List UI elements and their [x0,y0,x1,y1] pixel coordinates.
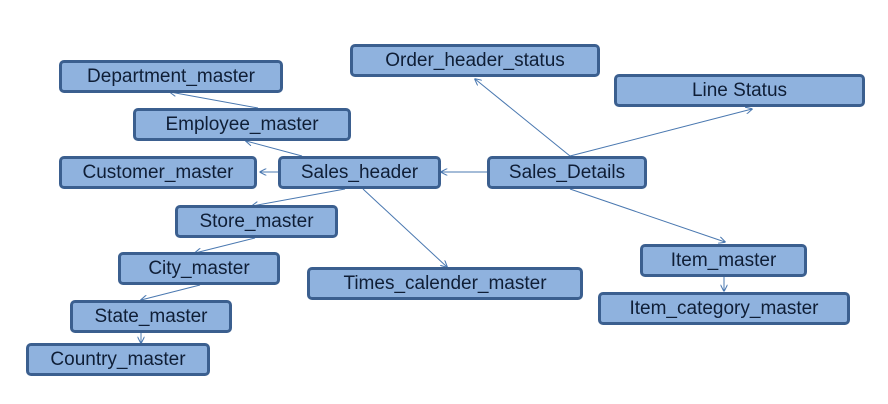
sales-details-node[interactable]: Sales_Details [487,156,647,189]
department-master-node[interactable]: Department_master [59,60,283,93]
edge-employee-master-to-department-master [170,92,259,109]
edge-sales-details-to-line-status [569,109,752,157]
edge-store-master-to-city-master [195,237,256,253]
city-master-node[interactable]: City_master [118,252,280,285]
employee-master-node[interactable]: Employee_master [133,108,351,141]
country-master-node[interactable]: Country_master [26,343,210,376]
edge-sales-header-to-store-master [252,188,346,206]
order-header-status-node[interactable]: Order_header_status [350,44,600,77]
times-calender-master-node[interactable]: Times_calender_master [307,267,583,300]
edge-sales-header-to-times-calender-master [362,188,447,267]
item-category-master-node[interactable]: Item_category_master [598,292,850,325]
edge-sales-header-to-employee-master [246,141,303,157]
edge-sales-details-to-item-master [569,188,725,242]
customer-master-node[interactable]: Customer_master [59,156,257,189]
edge-city-master-to-state-master [141,284,201,300]
state-master-node[interactable]: State_master [70,300,232,333]
sales-header-node[interactable]: Sales_header [278,156,441,189]
line-status-node[interactable]: Line Status [614,74,865,107]
edge-sales-details-to-order-header-status [475,79,571,157]
item-master-node[interactable]: Item_master [640,244,807,277]
store-master-node[interactable]: Store_master [175,205,338,238]
